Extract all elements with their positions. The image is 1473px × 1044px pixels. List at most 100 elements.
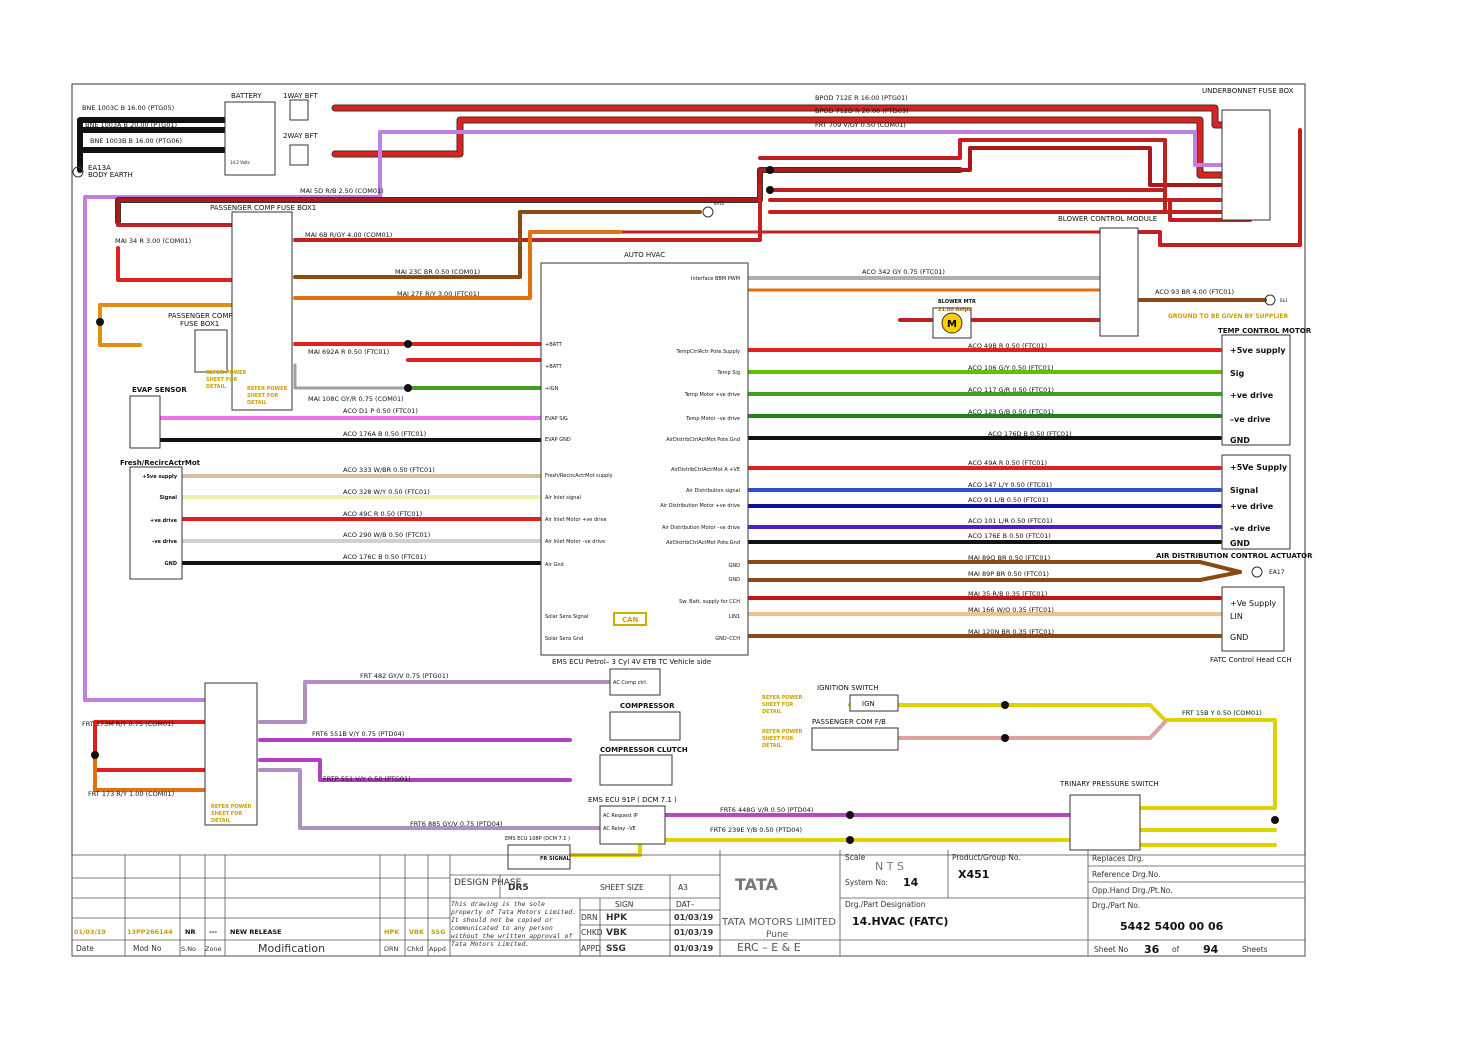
splice-s239 [846,836,854,844]
hvac-pin-right: Air Distribution signal [686,488,740,494]
wire-label: ACO 49B R 0.50 (FTC01) [968,342,1047,350]
prop-note: This drawing is the sole property of Tat… [451,900,577,948]
earth-ea13a-icon [72,166,84,178]
splice-s15a [1271,816,1279,824]
sheets-label: Sheets [1242,945,1268,954]
title-block-frame [71,854,1306,957]
wire-label: ACO 176C B 0.50 (FTC01) [343,553,426,561]
wire-label: ACO 342 GY 0.75 (FTC01) [862,268,945,276]
hvac-pin-left: EVAP GND [545,437,571,443]
sheet-no-value: 36 [1144,943,1160,956]
refer-power-line-11: SHEET FOR [762,702,793,708]
wire-mai-27f [293,230,622,300]
hdr-appd: Appd [429,945,446,953]
wire-label: MAI 89P BR 0.50 (FTC01) [968,570,1049,578]
can-arrow-icon [613,612,647,626]
hvac-pin-right: Temp Motor –ve drive [685,416,740,422]
wire-label: MAI 34 R 3.00 (COM01) [115,237,191,245]
wire-frt-173 [93,758,207,792]
splice-s173 [91,751,99,759]
hdr-mod: Mod No [133,944,162,953]
hvac-pin-left: Air Inlet Motor +ve drive [545,517,607,523]
wire-mai-34 [116,246,234,282]
wire-label: MAI 23C BR 0.50 (COM01) [395,268,480,276]
ign-switch-box [849,694,899,712]
wire-label: MAI 89Q BR 0.50 (FTC01) [968,554,1050,562]
pass-fusebox2-label-a: PASSENGER COMP [168,312,233,320]
date-2: 01/03/19 [674,928,714,937]
wire-label: ACO 101 L/R 0.50 (FTC01) [968,517,1053,525]
ems-ecu-box [599,805,666,845]
company-name: TATA MOTORS LIMITED [721,917,836,928]
hdr-sno: S.No [181,945,196,953]
wire-label: BNE 1003A B 20.00 (PTG01) [85,121,177,129]
wire-label: MAI 35 R/B 0.35 (FTC01) [968,590,1047,598]
rev-sno: NR [185,928,195,936]
bft2-box [289,144,309,166]
battery-box [224,101,276,176]
fresh-label: Fresh/RecircActrMot [120,459,201,467]
wire-label: ACO 290 W/B 0.50 (FTC01) [343,531,430,539]
bft2-label: 2WAY BFT [283,132,318,140]
system-label: System No: [845,878,888,887]
blower-module-box [1099,227,1139,337]
air-dist-label: AIR DISTRIBUTION CONTROL ACTUATOR [1156,552,1313,560]
wire-bne-1003a [77,127,228,163]
fresh-recirc-pin: +ve drive [150,518,178,524]
temp-motor-pin: Sig [1230,369,1245,378]
pass-com-label: PASSENGER COM F/B [812,718,886,726]
refer-power-line-3: DETAIL [206,384,226,390]
hvac-pin-right: GND–CCH [715,636,740,642]
appd-name: SSG [606,944,626,954]
trinary-label: TRINARY PRESSURE SWITCH [1059,780,1159,788]
hvac-pin-left: Air Inlet Motor –ve drive [545,539,605,545]
wire-bpod-712d [332,117,1243,178]
eb1-label: Eb1 [1280,298,1288,303]
wire-label: FRTP 551 V/Y 0.50 (PTG01) [323,775,411,783]
hvac-pin-right: LIN1 [729,614,740,620]
fresh-recirc-pin: Signal [159,495,177,501]
wire-label: BNE 1003B B 16.00 (PTG06) [90,137,182,145]
wire-label: FRT 173M R/Y 0.75 (COM01) [82,720,174,728]
air-dist-pin: –ve drive [1230,524,1271,533]
motor-m-glyph: M [947,319,957,330]
fatc-head-pin: GND [1230,633,1248,642]
splice-s448 [846,811,854,819]
earth-eb1-icon [1264,294,1276,306]
wire-label: BPOD 712E R 16.00 (PTG01) [815,94,908,102]
brand-logo: TATA [735,875,778,894]
hvac-pin-left: Air Inlet signal [545,495,581,501]
design-phase-value: DR5 [508,883,529,893]
hvac-pin-left: +BATT [545,364,563,370]
hvac-pin-right: AirDistribCtrlActMot Pote.Gnd [666,540,740,546]
wire-label: FRT6 239E Y/B 0.50 (PTD04) [710,826,802,834]
rev-chkd: VBK [409,928,425,936]
part-no-label: Drg./Part No. [1092,901,1140,910]
title-block-grid [71,850,1306,957]
wire-label: MAI 120N BR 0.35 (FTC01) [968,628,1054,636]
temp-motor-label: TEMP CONTROL MOTOR [1218,327,1312,335]
bft1-label: 1WAY BFT [283,92,318,100]
air-dist-pin: GND [1230,539,1250,548]
splice-s6 [766,186,774,194]
ub-fusebox-box [1221,109,1271,221]
hvac-pin-left: Solar Sens Signal [545,614,588,620]
splice-s15 [1001,701,1009,709]
hvac-pin-right: Temp Sig [716,370,740,376]
refer-power-line-8: SHEET FOR [211,811,242,817]
refer-power-line-13: REFER POWER [762,729,803,735]
drn-label: DRN [581,913,598,922]
reference-label: Reference Drg.No. [1092,870,1160,879]
rev-mod-desc: NEW RELEASE [230,928,282,936]
fatc-head-label: FATC Control Head CCH [1210,656,1292,664]
wire-aco-27d [1098,128,1302,247]
wire-label: FRT 709 V/GY 0.50 (COM01) [815,121,906,129]
sheets-total: 94 [1203,943,1219,956]
hdr-chkd: Chkd [407,945,424,953]
design-phase-label: DESIGN PHASE [454,878,522,888]
replaces-label: Replaces Drg. [1092,854,1144,863]
wire-frt-173m [93,720,207,772]
pass-com-box [811,727,899,751]
wire-label: ACO 93 BR 4.00 (FTC01) [1155,288,1234,296]
